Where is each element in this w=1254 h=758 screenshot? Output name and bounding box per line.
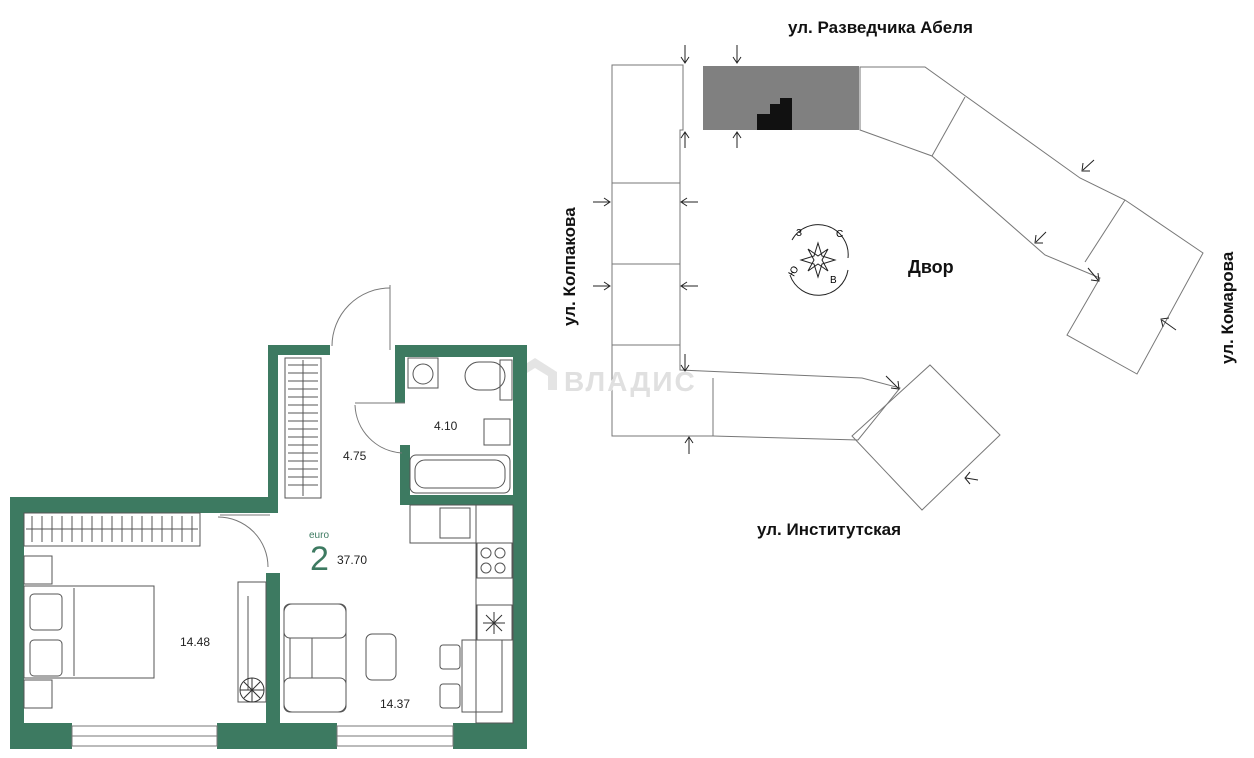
kitchen-living-area: 14.37 <box>380 697 411 711</box>
entrance-arrows <box>593 45 1177 485</box>
kitchen-fixtures <box>365 504 514 724</box>
apartment-type: euro <box>309 530 330 541</box>
street-left: ул. Колпакова <box>560 207 579 326</box>
compass-north: С <box>836 229 844 240</box>
compass-icon <box>789 224 849 296</box>
street-right: ул. Комарова <box>1218 251 1237 364</box>
wardrobe-hangers <box>31 364 318 542</box>
highlighted-unit <box>757 98 792 130</box>
wardrobes <box>23 357 322 547</box>
plant-icon <box>239 677 265 703</box>
snowflake-icon <box>483 612 505 634</box>
sofa <box>283 603 347 713</box>
compass-east: В <box>830 275 837 286</box>
street-top: ул. Разведчика Абеля <box>788 18 973 37</box>
bed <box>23 555 267 709</box>
hall-area: 4.75 <box>343 449 367 463</box>
walls <box>10 345 527 749</box>
compass-west: З <box>796 228 803 239</box>
yard-label: Двор <box>908 257 954 277</box>
windows <box>71 725 454 747</box>
bathroom-area: 4.10 <box>434 419 458 433</box>
apartment-total-area: 37.70 <box>337 553 368 567</box>
doors <box>217 285 405 568</box>
watermark-text: ВЛАДИС <box>564 366 697 397</box>
bedroom-area: 14.48 <box>180 635 211 649</box>
apartment-rooms: 2 <box>310 540 329 578</box>
bathroom-fixtures <box>407 357 513 494</box>
street-bottom: ул. Институтская <box>757 520 902 539</box>
building-outline <box>611 64 1204 511</box>
